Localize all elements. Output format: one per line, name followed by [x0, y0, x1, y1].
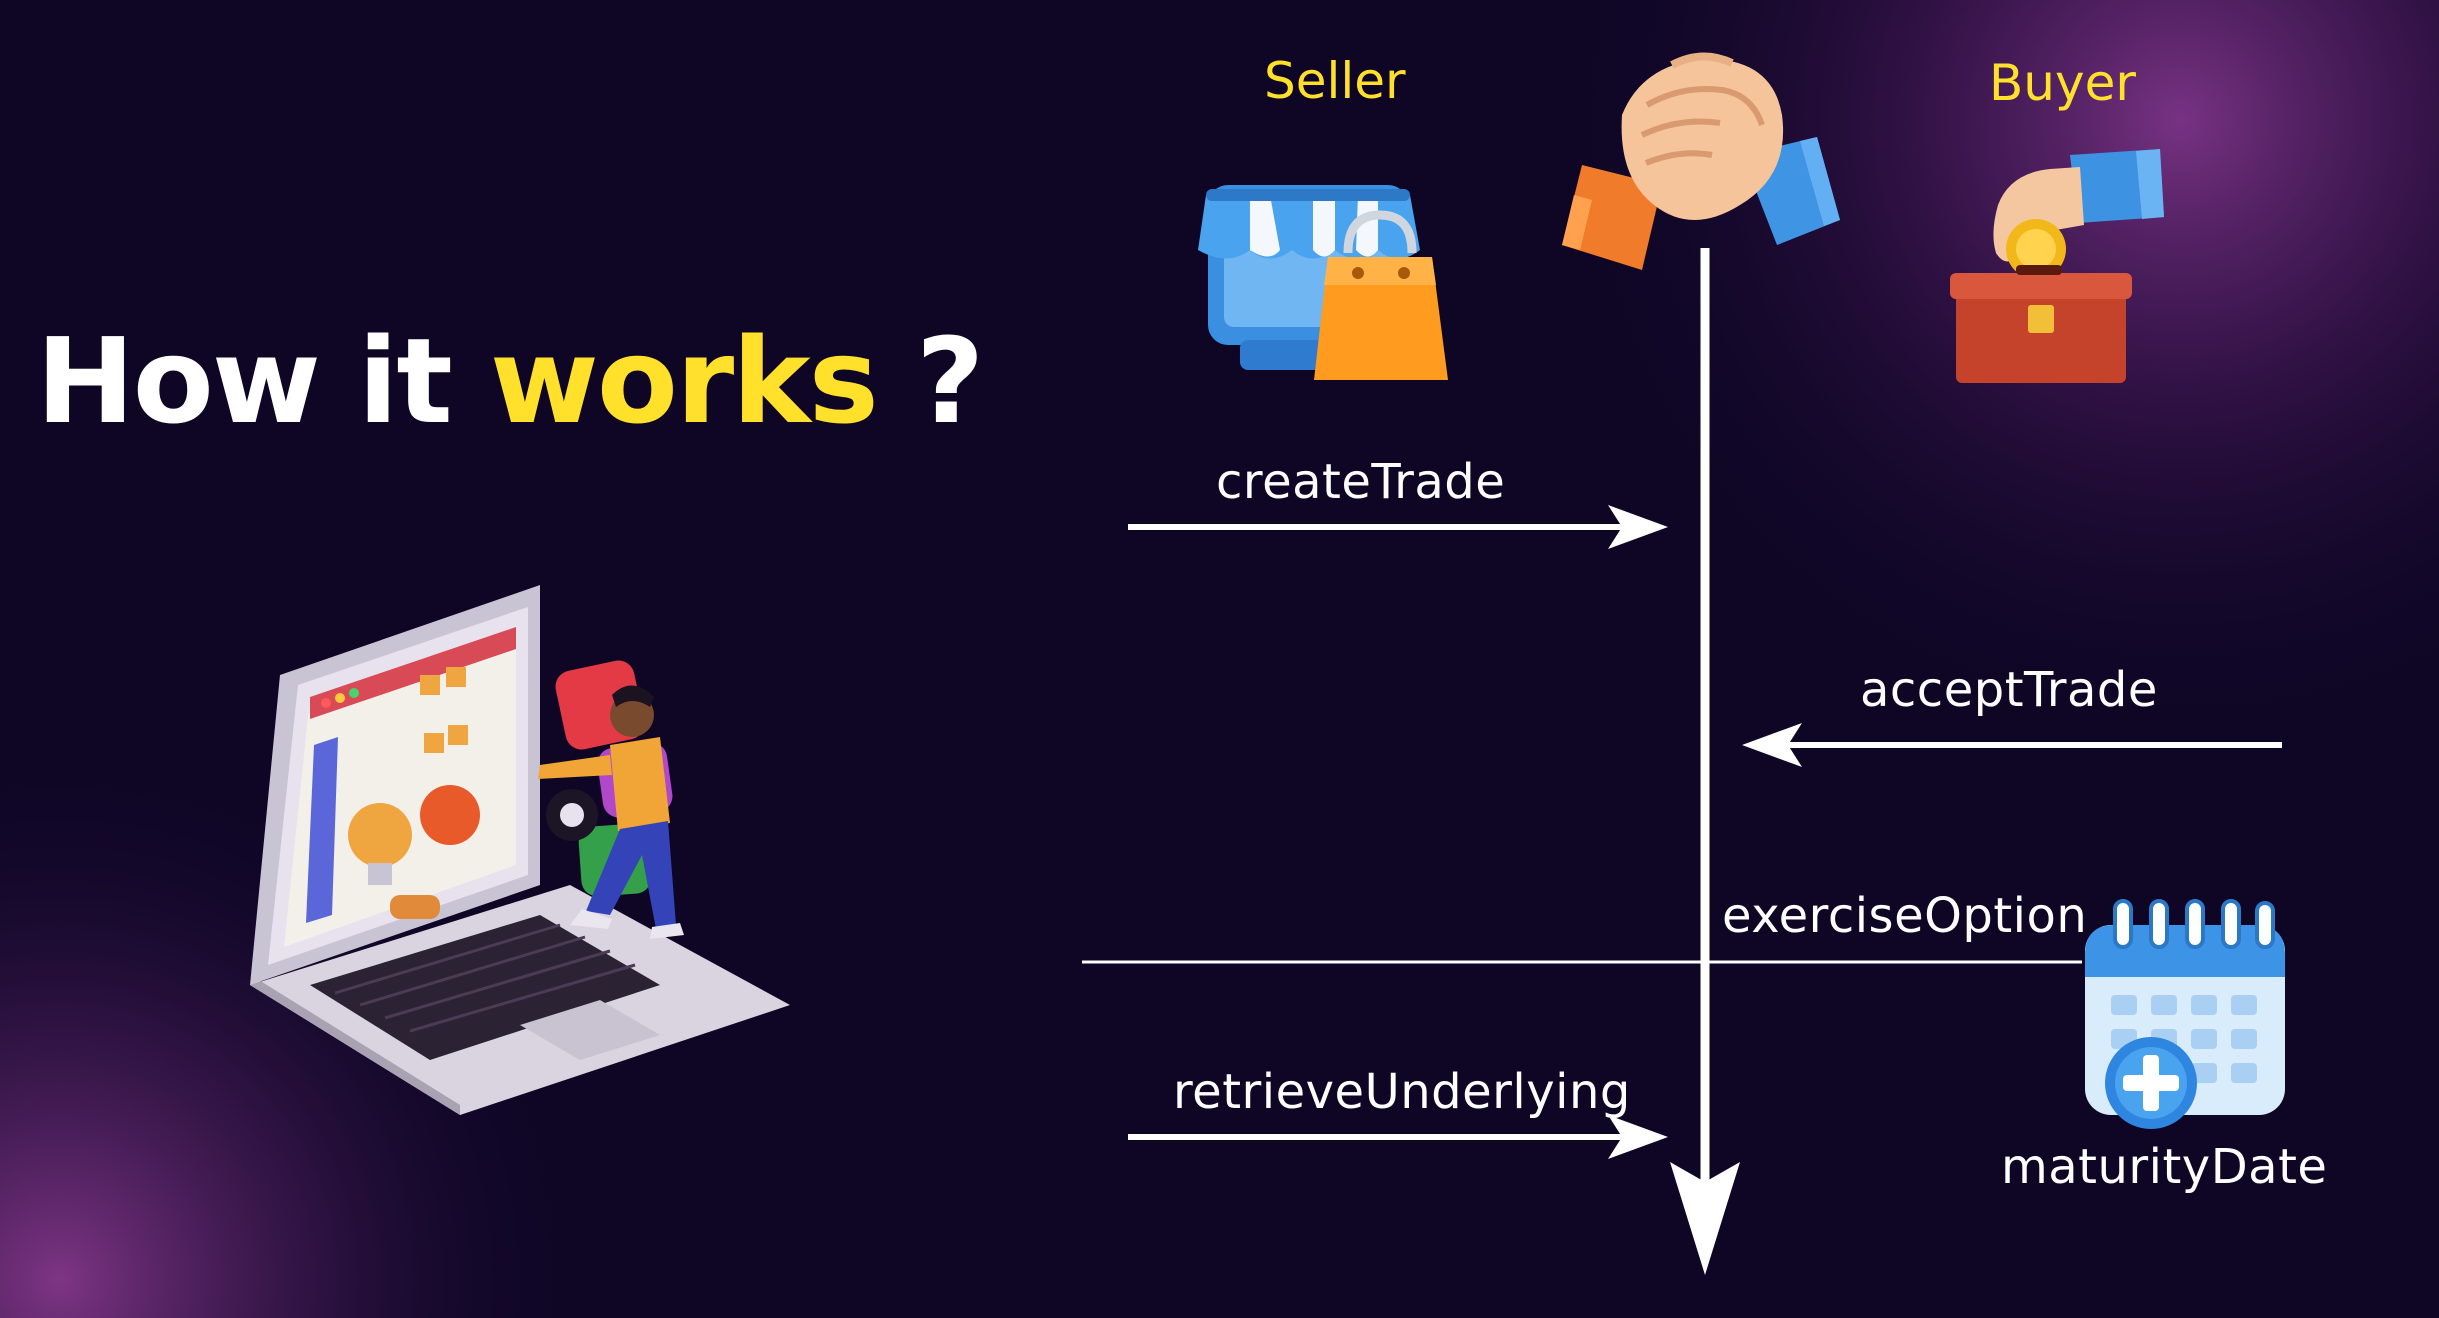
page-title: How it works ? [36, 322, 984, 440]
accept-trade-arrowhead [1742, 723, 1802, 767]
accept-trade-label: acceptTrade [1860, 662, 2158, 718]
timeline-arrowhead [1670, 1162, 1740, 1275]
create-trade-arrowhead [1608, 505, 1668, 549]
retrieve-underlying-label: retrieveUnderlying [1173, 1064, 1631, 1120]
calendar-plus-icon [2085, 899, 2285, 1129]
title-suffix: ? [876, 312, 984, 450]
exercise-option-label: exerciseOption [1722, 888, 2088, 944]
title-prefix: How it [36, 312, 490, 450]
handshake-icon [1562, 52, 1840, 270]
retrieve-underlying-arrowhead [1608, 1115, 1668, 1159]
laptop-designer-illustration [250, 585, 790, 1115]
create-trade-label: createTrade [1216, 454, 1506, 510]
maturity-date-label: maturityDate [2001, 1139, 2328, 1195]
seller-label: Seller [1264, 52, 1406, 110]
hand-coin-box-icon [1950, 149, 2164, 383]
buyer-label: Buyer [1989, 54, 2136, 112]
storefront-shopping-bag-icon [1198, 185, 1448, 380]
title-highlight: works [489, 312, 879, 450]
